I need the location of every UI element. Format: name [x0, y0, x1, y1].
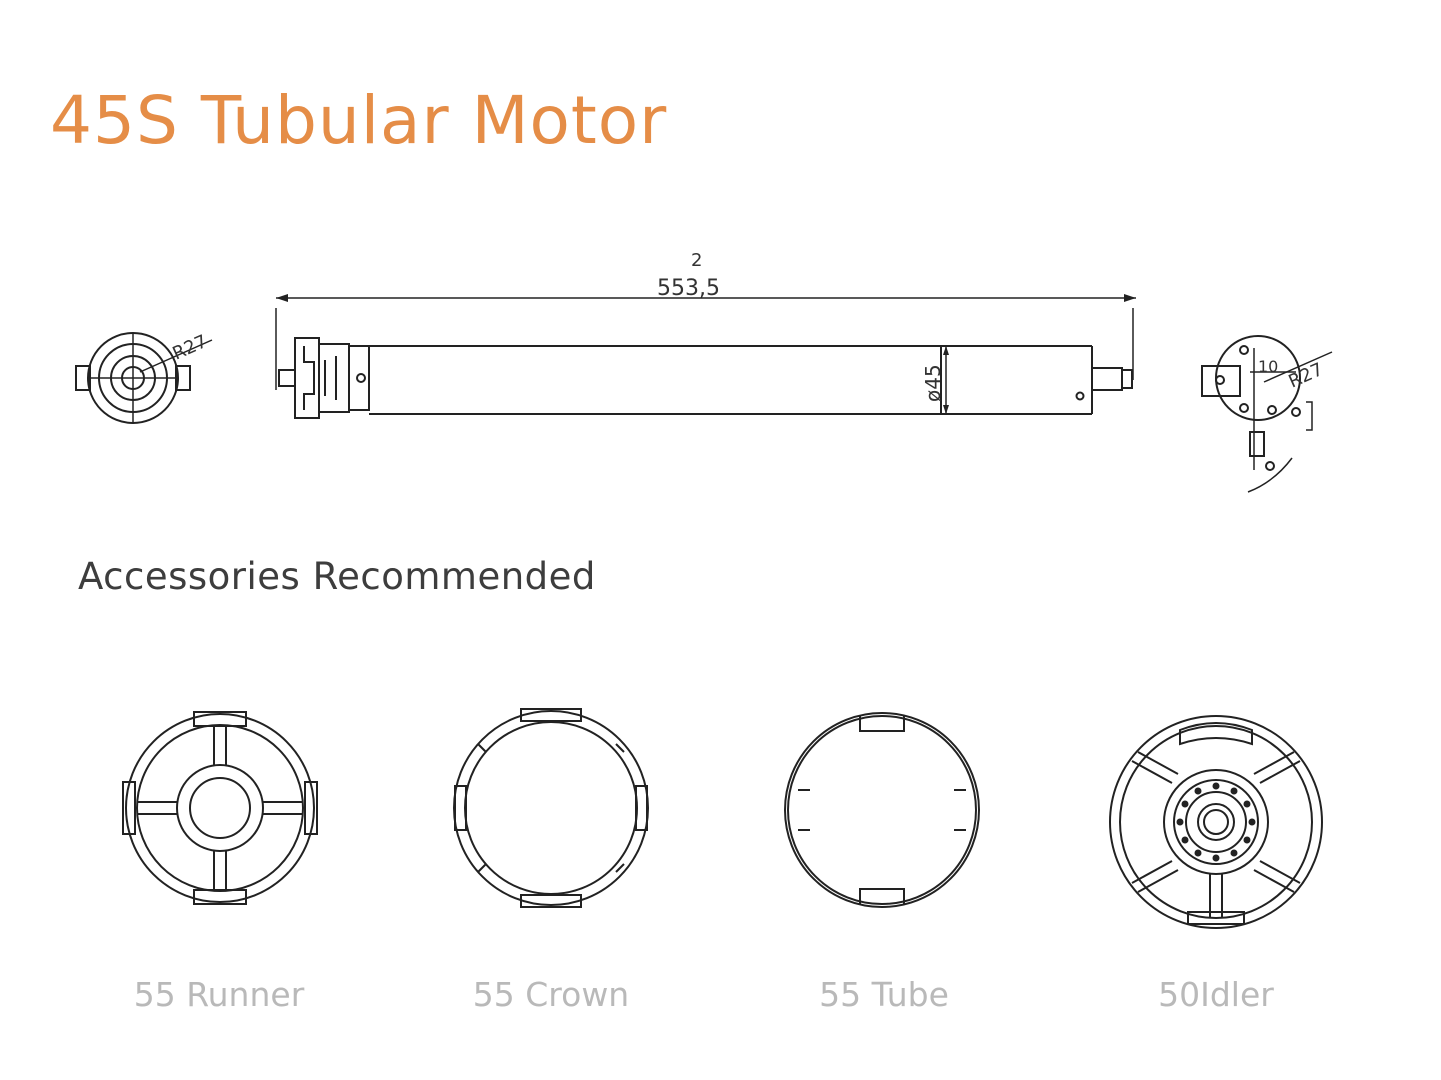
- accessory-crown-drawing: [453, 708, 649, 908]
- accessory-label-runner: 55 Runner: [133, 975, 305, 1014]
- accessory-runner-drawing: [122, 711, 318, 905]
- accessory-label-idler: 50Idler: [1158, 975, 1274, 1014]
- accessory-tube-drawing: [784, 712, 980, 908]
- idler-bearing-balls: [1176, 782, 1256, 862]
- dim-mark: 2: [691, 250, 702, 271]
- diameter-dimension: ø45: [921, 364, 945, 402]
- length-dimension: 553,5: [657, 276, 720, 301]
- left-end-view: [75, 332, 213, 424]
- right-end-view: [1201, 335, 1333, 493]
- page-title: 45S Tubular Motor: [50, 82, 668, 159]
- motor-side-view: [275, 294, 1136, 419]
- accessory-idler-drawing: [1109, 715, 1323, 929]
- accessory-label-crown: 55 Crown: [472, 975, 630, 1014]
- right-dimension: 10: [1258, 357, 1278, 376]
- right-radius-label: R27: [1285, 359, 1326, 393]
- accessories-heading: Accessories Recommended: [78, 555, 596, 598]
- accessory-label-tube: 55 Tube: [819, 975, 949, 1014]
- left-radius-label: R27: [169, 331, 210, 365]
